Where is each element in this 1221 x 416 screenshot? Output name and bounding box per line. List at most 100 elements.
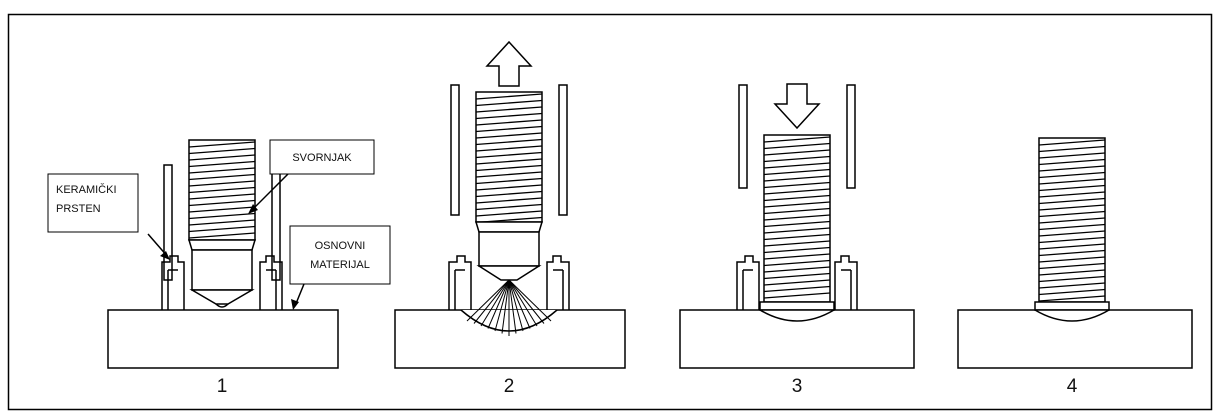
- step-number: 1: [217, 376, 228, 397]
- thread-line: [475, 99, 543, 107]
- thread-line: [475, 132, 543, 139]
- step-number: 3: [792, 376, 803, 397]
- thread-line: [1038, 236, 1106, 244]
- thread-line: [1038, 288, 1106, 296]
- thread-line: [475, 138, 543, 146]
- thread-line: [1038, 171, 1106, 179]
- arc-ray: [501, 279, 510, 334]
- weld-bead: [759, 309, 835, 322]
- stud-tip: [189, 289, 255, 305]
- callout-ring: KERAMIČKI PRSTEN: [47, 173, 170, 260]
- thread-line: [475, 197, 543, 204]
- tip-ball: [215, 303, 229, 308]
- step-3: 3: [679, 83, 915, 397]
- step-4: 4: [957, 137, 1193, 397]
- callout-stud: SVORNJAK: [248, 139, 375, 214]
- callout-stud-arrowhead: [248, 204, 258, 214]
- arc-ray: [508, 279, 538, 327]
- thread-line: [188, 199, 256, 207]
- thread-line: [763, 240, 831, 247]
- arc-ray: [480, 279, 510, 327]
- stud-lower: [478, 231, 540, 267]
- thread-line: [1038, 262, 1106, 270]
- thread-line: [763, 246, 831, 254]
- thread-line: [763, 292, 831, 299]
- thread-line: [475, 151, 543, 159]
- thread-line: [763, 188, 831, 195]
- thread-line: [1038, 158, 1106, 166]
- callout-ring-box: [47, 173, 139, 233]
- step-number: 2: [504, 376, 515, 397]
- thread-line: [188, 193, 256, 200]
- arc-ray: [508, 279, 524, 332]
- stud-lower: [191, 249, 253, 291]
- thread-line: [763, 162, 831, 169]
- thread-line: [1038, 152, 1106, 159]
- thread-line: [763, 266, 831, 273]
- stud-flange: [1034, 301, 1110, 311]
- steps-group: 1 2 3 4: [107, 40, 1193, 397]
- thread-line: [763, 285, 831, 293]
- thread-line: [188, 160, 256, 168]
- thread-line: [475, 171, 543, 178]
- thread-line: [763, 155, 831, 163]
- callout-base-arrowhead: [291, 299, 299, 310]
- thread-line: [1038, 197, 1106, 205]
- stud-tip: [476, 265, 542, 281]
- step-number: 4: [1067, 376, 1078, 397]
- thread-line: [188, 173, 256, 181]
- chuck-rail: [450, 84, 460, 216]
- plunge-arrow-down: [773, 83, 821, 130]
- callout-ring-text-2: PRSTEN: [56, 203, 101, 215]
- arc-ray: [494, 279, 510, 332]
- arc-ray: [487, 279, 510, 329]
- thread-line: [763, 233, 831, 241]
- thread-line: [763, 214, 831, 221]
- thread-line: [188, 186, 256, 194]
- arc-ray: [508, 279, 552, 322]
- ceramic-ring: [259, 255, 283, 310]
- thread-line: [1038, 269, 1106, 276]
- thread-line: [475, 93, 543, 100]
- thread-line: [763, 253, 831, 260]
- thread-line: [475, 203, 543, 211]
- callout-base-text-2: MATERIJAL: [310, 259, 370, 271]
- thread-line: [763, 194, 831, 202]
- thread-line: [475, 119, 543, 126]
- stud-flange: [759, 301, 835, 311]
- thread-line: [1038, 256, 1106, 263]
- thread-line: [763, 149, 831, 156]
- chuck-rail: [846, 84, 856, 189]
- thread-line: [1038, 139, 1106, 146]
- thread-line: [188, 225, 256, 233]
- thread-line: [475, 145, 543, 152]
- thread-line: [1038, 210, 1106, 218]
- thread-line: [188, 141, 256, 148]
- callout-ring-text-1: KERAMIČKI: [56, 183, 117, 196]
- thread-line: [188, 212, 256, 220]
- thread-line: [1038, 223, 1106, 231]
- thread-line: [763, 175, 831, 182]
- thread-line: [475, 106, 543, 113]
- thread-line: [1038, 217, 1106, 224]
- thread-line: [188, 206, 256, 213]
- ceramic-ring: [736, 255, 760, 310]
- weld-bead: [1034, 309, 1110, 322]
- lift-arrow-up: [485, 40, 533, 87]
- thread-line: [475, 190, 543, 198]
- thread-line: [1038, 243, 1106, 250]
- arc-ray: [466, 279, 510, 322]
- stud-neck: [474, 221, 544, 233]
- thread-line: [475, 125, 543, 133]
- callout-stud-box: [269, 139, 375, 175]
- arc-ray: [508, 279, 517, 334]
- thread-line: [1038, 178, 1106, 185]
- thread-line: [188, 154, 256, 161]
- stud-body: [763, 134, 831, 303]
- callout-base-box: [289, 225, 391, 285]
- callout-base: OSNOVNI MATERIJAL: [289, 225, 391, 310]
- thread-line: [188, 219, 256, 226]
- thread-line: [475, 184, 543, 191]
- thread-line: [1038, 295, 1106, 302]
- thread-line: [763, 136, 831, 143]
